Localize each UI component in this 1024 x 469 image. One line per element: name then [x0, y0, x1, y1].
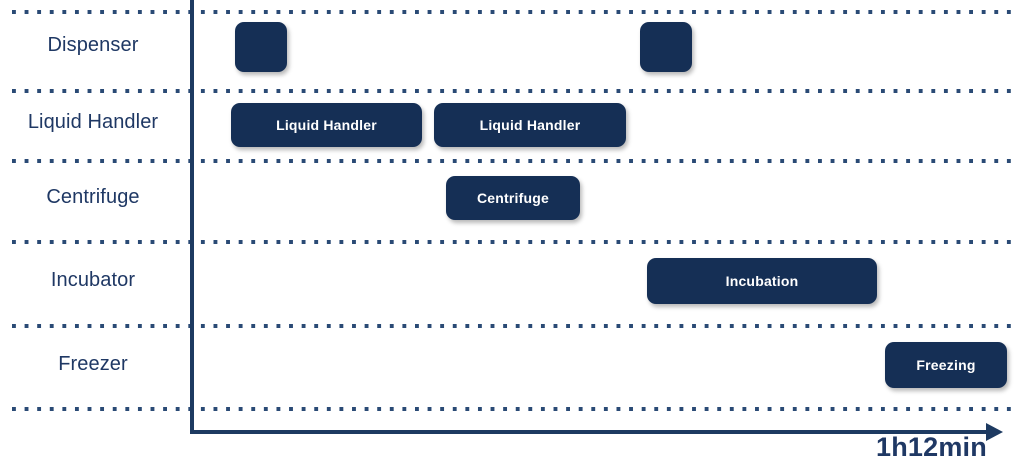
task-bar[interactable]: Liquid Handler: [231, 103, 422, 147]
row-label-dispenser: Dispenser: [47, 34, 139, 56]
task-bar[interactable]: Freezing: [885, 342, 1007, 388]
task-bar-label: Liquid Handler: [479, 117, 581, 133]
task-bar-label: Liquid Handler: [276, 117, 377, 133]
gridline: [12, 240, 1016, 244]
row-label-incubator: Incubator: [50, 269, 136, 291]
gridline: [12, 89, 1016, 93]
row-label-freezer: Freezer: [58, 353, 128, 375]
task-bar[interactable]: Incubation: [647, 258, 877, 304]
task-bar-label: Incubation: [725, 273, 799, 289]
x-axis-line: [190, 430, 988, 434]
x-axis-arrow-icon: [986, 423, 1003, 441]
task-bar[interactable]: Liquid Handler: [434, 103, 626, 147]
gridline: [12, 324, 1016, 328]
task-bar-label: Centrifuge: [477, 190, 549, 206]
gridline: [12, 10, 1016, 14]
row-label-centrifuge: Centrifuge: [46, 186, 140, 208]
task-bar-label: Freezing: [916, 357, 976, 373]
total-duration-label: 1h12min: [876, 432, 987, 462]
task-bar[interactable]: [640, 22, 692, 72]
y-axis-line: [190, 0, 194, 434]
gridline: [12, 159, 1016, 163]
row-label-liquid-handler: Liquid Handler: [27, 111, 159, 133]
task-bar[interactable]: [235, 22, 287, 72]
gridline: [12, 407, 1016, 411]
task-bar[interactable]: Centrifuge: [446, 176, 580, 220]
